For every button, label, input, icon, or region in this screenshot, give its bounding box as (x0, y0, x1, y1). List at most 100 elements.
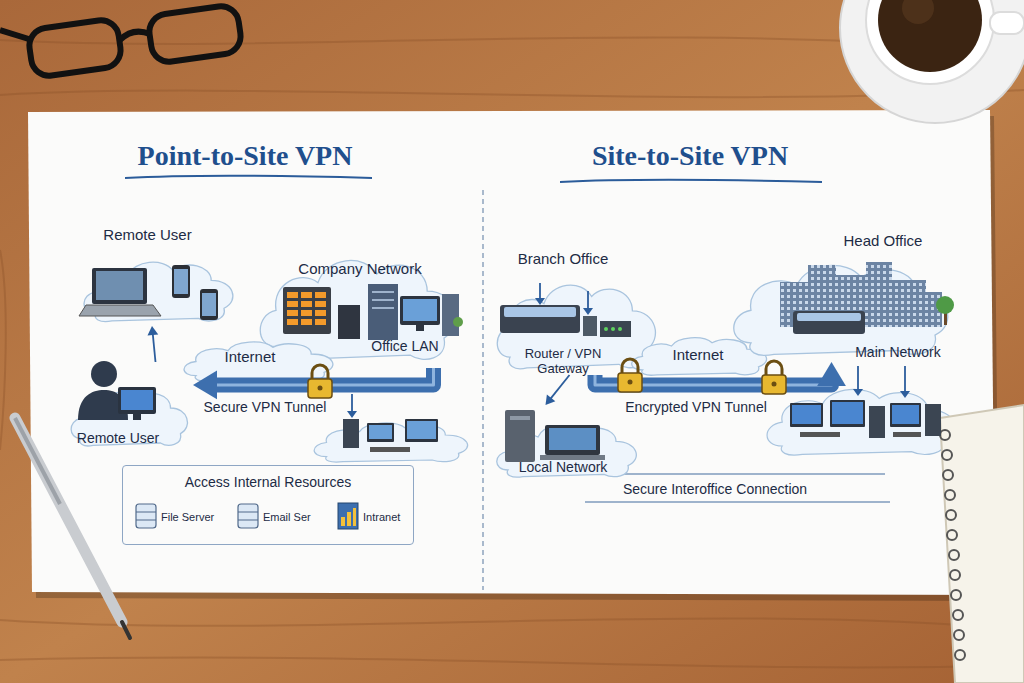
heading-underlines (585, 501, 890, 503)
padlock-icon (772, 382, 777, 387)
workstation-icon (925, 404, 941, 436)
desktop-icon (407, 421, 436, 439)
node-text: Remote User (68, 430, 168, 446)
local-pc-icon (505, 410, 605, 462)
padlock-icon (622, 359, 638, 374)
server-rack-icon (400, 296, 440, 325)
server-rack-icon (301, 310, 312, 316)
router-icon (604, 327, 608, 331)
internet-cloud: Internet (180, 334, 340, 384)
coffee-cup (990, 12, 1024, 34)
notebook (949, 550, 959, 560)
phone-icon (172, 265, 218, 320)
resource-item: File Server (133, 502, 225, 532)
workstation-icon (790, 366, 941, 438)
cloud-shape (80, 250, 240, 326)
eyeglasses (120, 32, 150, 40)
laptop-icon (79, 268, 161, 316)
intranet-icon (338, 503, 358, 529)
server-rack-icon (287, 319, 298, 325)
router-icon (500, 305, 580, 333)
pen (15, 418, 60, 504)
server-rack-icon (315, 310, 326, 316)
node-text: Branch Office (503, 250, 623, 267)
server-rack-icon (315, 301, 326, 307)
database-icon (136, 504, 156, 528)
notebook (945, 490, 955, 500)
person-icon (78, 390, 128, 420)
office-building-icon (944, 310, 947, 325)
router-icon (587, 291, 589, 309)
cloud-outline (84, 262, 233, 321)
workstation-icon (893, 432, 921, 437)
router-icon (583, 316, 597, 336)
padlock-icon (318, 386, 323, 391)
divider-line (482, 190, 484, 590)
desktop-icon (347, 411, 357, 418)
server-rack-icon (372, 292, 394, 308)
paper-sheet (28, 110, 995, 595)
padlock-icon (308, 379, 332, 398)
router-icon (618, 327, 622, 331)
workstation-icon (853, 389, 863, 396)
database-icon (136, 520, 156, 521)
notebook (955, 650, 965, 660)
server-rack-icon (283, 284, 463, 340)
arrow-head (193, 370, 217, 399)
divider-line (483, 190, 484, 590)
workstation-icon (792, 405, 821, 424)
cloud-outline (184, 342, 333, 381)
padlock-icon (308, 359, 786, 398)
server-rack-icon (442, 294, 459, 336)
tunnel-highlight (212, 368, 433, 385)
tunnel-highlight (595, 375, 832, 385)
person-icon (133, 414, 141, 420)
eyeglasses (147, 4, 243, 64)
node-text: Email Ser (263, 511, 327, 524)
cloud-outline (734, 265, 948, 355)
resource-item: Intranet (335, 502, 411, 532)
phone-icon (174, 269, 188, 294)
server-rack-icon (315, 319, 326, 325)
desktop-icon (405, 419, 438, 442)
connector-line (550, 375, 570, 399)
node-text: Router / VPN Gateway (513, 347, 613, 377)
pen (15, 418, 122, 622)
server-rack-icon (372, 299, 394, 301)
connector-arrow (147, 326, 158, 362)
notebook (940, 405, 1024, 683)
workstation-icon (900, 391, 910, 398)
notebook (953, 610, 963, 620)
office-building-icon (780, 282, 810, 327)
padlock-icon (618, 373, 642, 392)
server-rack-icon (287, 292, 326, 325)
desktop-icon (370, 447, 410, 452)
section-heading: Site-to-Site VPN (550, 140, 830, 172)
intranet-icon (353, 508, 356, 526)
router-icon (539, 283, 541, 299)
local-pc-icon (545, 425, 600, 455)
desktop-icon (369, 425, 392, 439)
eyeglasses (0, 4, 243, 78)
caption-text: Secure Interoffice Connection (585, 481, 845, 497)
eyeglasses (0, 30, 32, 40)
office-building-icon (836, 275, 866, 327)
workstation-icon (830, 400, 865, 427)
notebook (950, 570, 960, 580)
phone-icon (200, 289, 218, 320)
pen (15, 418, 130, 638)
intranet-icon (347, 512, 351, 526)
workstation-icon (832, 402, 863, 424)
office-building-icon (780, 262, 954, 334)
local-pc-icon (549, 428, 596, 450)
paper-sheet (28, 110, 999, 601)
edge-label: Secure VPN Tunnel (180, 399, 350, 415)
desktop-icon (367, 423, 394, 442)
notebook (951, 590, 961, 600)
office-building-icon (892, 280, 926, 327)
desktop-icon (343, 394, 438, 452)
workstation-icon (904, 366, 906, 392)
